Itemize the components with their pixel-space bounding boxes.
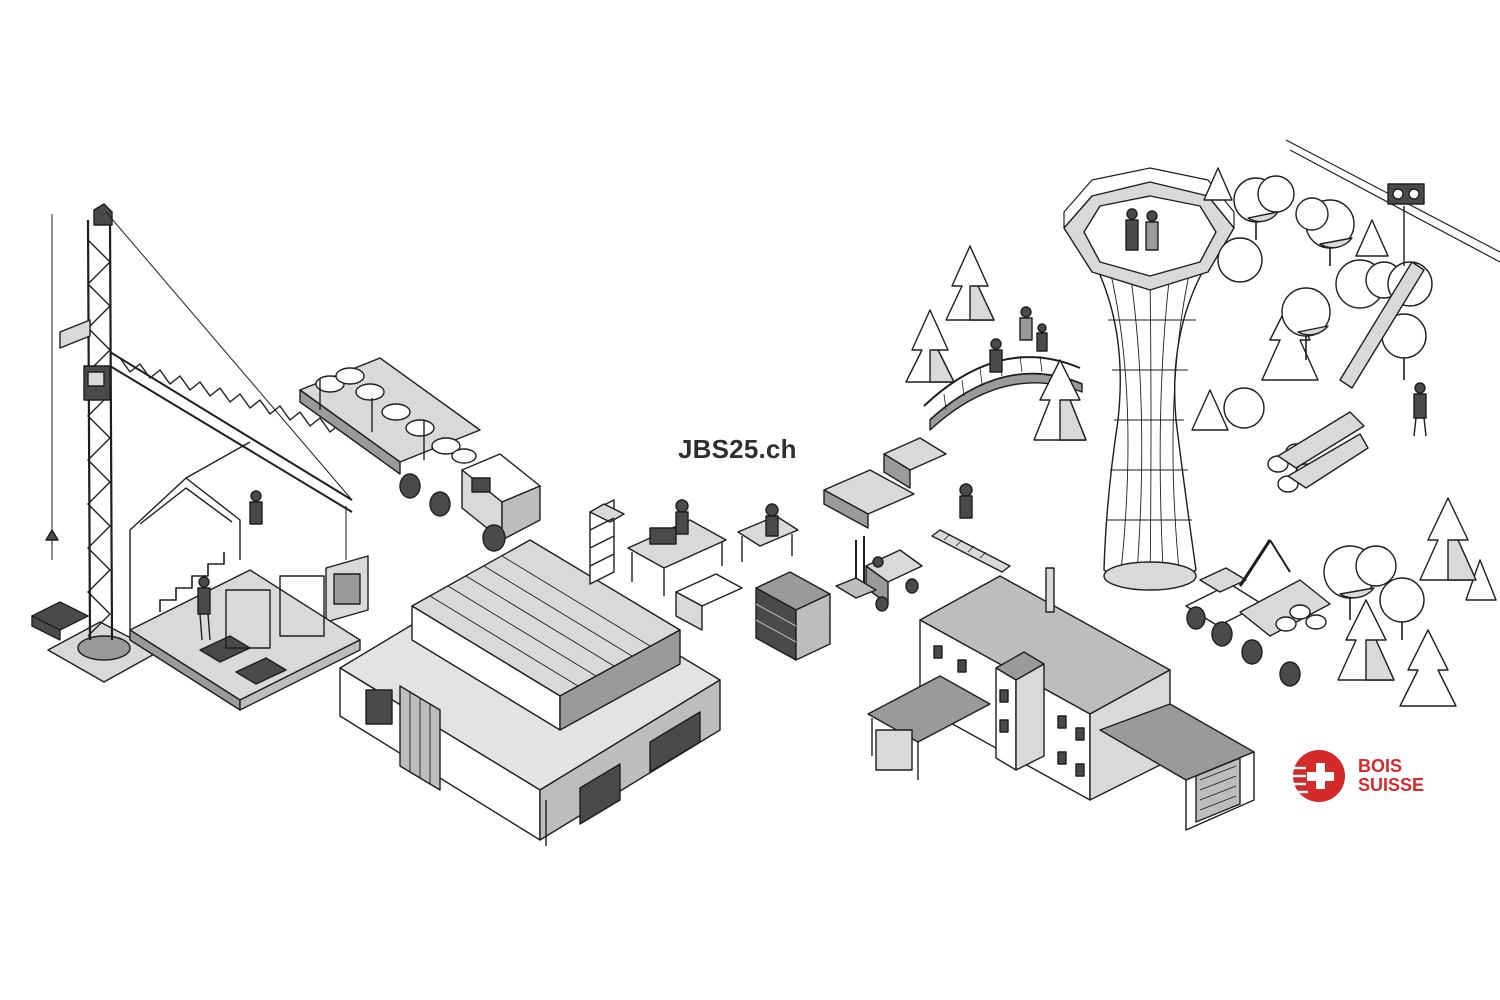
observation-tower-icon <box>1063 167 1235 591</box>
workbench-icon <box>589 437 947 661</box>
house-frame-icon <box>129 441 361 711</box>
site-url[interactable]: JBS25.ch <box>678 434 797 464</box>
brand-name: BOIS SUISSE <box>1358 757 1424 795</box>
forestry-tractor-icon <box>1185 539 1331 687</box>
forklift-icon <box>835 483 1011 612</box>
swiss-cross-icon <box>1293 750 1345 802</box>
bois-suisse-logo: BOIS SUISSE <box>1290 748 1460 804</box>
forest-tree-icon <box>905 167 1497 707</box>
cable-line-icon <box>1285 139 1500 389</box>
sawmill-icon <box>867 567 1255 831</box>
brand-line-1: BOIS <box>1358 756 1403 776</box>
modern-house-icon <box>339 539 721 846</box>
brand-line-2: SUISSE <box>1358 775 1425 795</box>
log-pile-icon <box>1267 382 1427 493</box>
tower-crane-icon <box>31 203 369 683</box>
timber-truck-icon <box>299 357 541 552</box>
